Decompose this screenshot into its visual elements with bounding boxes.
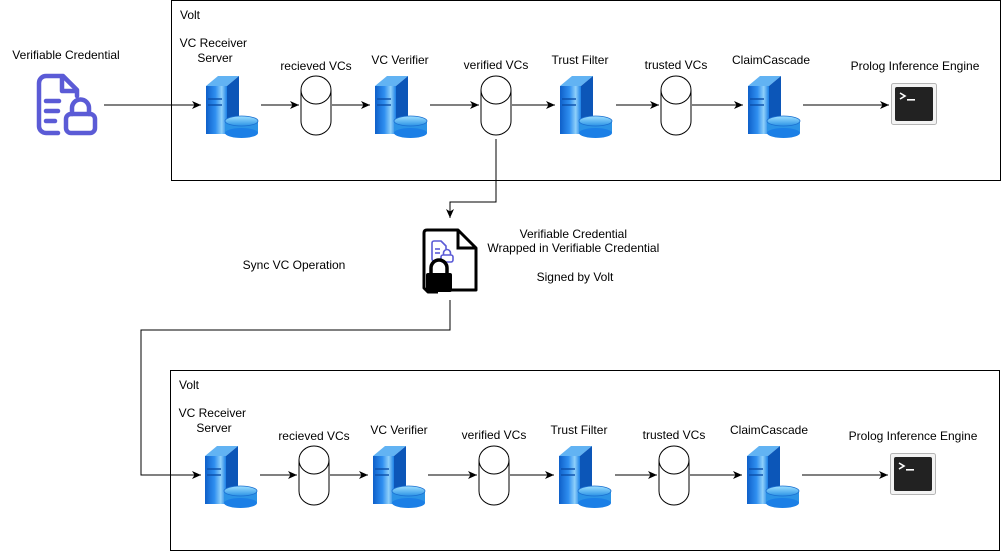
trust-filter-server-icon: [558, 445, 612, 509]
queue-cylinder-verified: [480, 75, 512, 136]
engine-label: Prolog Inference Engine: [851, 59, 980, 73]
queue-label-received: recieved VCs: [278, 429, 349, 443]
queue-label-verified: verified VCs: [462, 428, 527, 442]
stage-label-claimcascade: ClaimCascade: [732, 53, 810, 67]
claimcascade-server-icon: [747, 75, 801, 139]
verifier-server-icon: [374, 75, 428, 139]
engine-label: Prolog Inference Engine: [849, 429, 978, 443]
trust-filter-server-icon: [559, 75, 613, 139]
receiver-label: VC Receiver Server: [180, 36, 251, 65]
volt-container-top: Volt VC Receiver Server recieved VCs VC …: [171, 0, 1001, 181]
claimcascade-server-icon: [746, 445, 800, 509]
queue-label-received: recieved VCs: [280, 59, 351, 73]
source-credential: Verifiable Credential: [12, 48, 201, 136]
queue-label-trusted: trusted VCs: [643, 428, 706, 442]
volt-title: Volt: [179, 378, 200, 392]
queue-cylinder-trusted: [658, 445, 690, 506]
verifier-server-icon: [372, 445, 426, 509]
terminal-icon: [889, 452, 937, 496]
arrow-verified-to-wrapped: [446, 139, 497, 218]
queue-label-verified: verified VCs: [464, 58, 529, 72]
source-credential-label: Verifiable Credential: [12, 48, 119, 62]
stage-label-claimcascade: ClaimCascade: [730, 423, 808, 437]
sync-wrapped-credential: Verifiable Credential Wrapped in Verifia…: [140, 139, 662, 479]
stage-label-verifier: VC Verifier: [371, 53, 428, 67]
queue-cylinder-trusted: [660, 75, 692, 136]
receiver-server-icon: [205, 75, 259, 139]
terminal-icon: [890, 82, 938, 126]
receiver-label: VC Receiver Server: [179, 406, 250, 435]
wrapped-note: Verifiable Credential Wrapped in Verifia…: [487, 227, 662, 284]
stage-label-trust-filter: Trust Filter: [551, 423, 608, 437]
stage-label-verifier: VC Verifier: [370, 423, 427, 437]
sync-operation-label: Sync VC Operation: [243, 258, 346, 272]
volt-title: Volt: [180, 8, 201, 22]
volt-container-bottom: Volt VC Receiver Server recieved VCs VC …: [170, 370, 1000, 551]
volt-frame: [170, 370, 1000, 551]
stage-label-trust-filter: Trust Filter: [552, 53, 609, 67]
locked-document-icon: [422, 228, 478, 294]
queue-cylinder-received: [300, 75, 332, 136]
credential-icon: [36, 73, 98, 136]
receiver-server-icon: [204, 445, 258, 509]
queue-cylinder-verified: [478, 445, 510, 506]
arrow-wrapped-to-second-volt: [140, 300, 451, 479]
queue-label-trusted: trusted VCs: [645, 58, 708, 72]
queue-cylinder-received: [298, 445, 330, 506]
